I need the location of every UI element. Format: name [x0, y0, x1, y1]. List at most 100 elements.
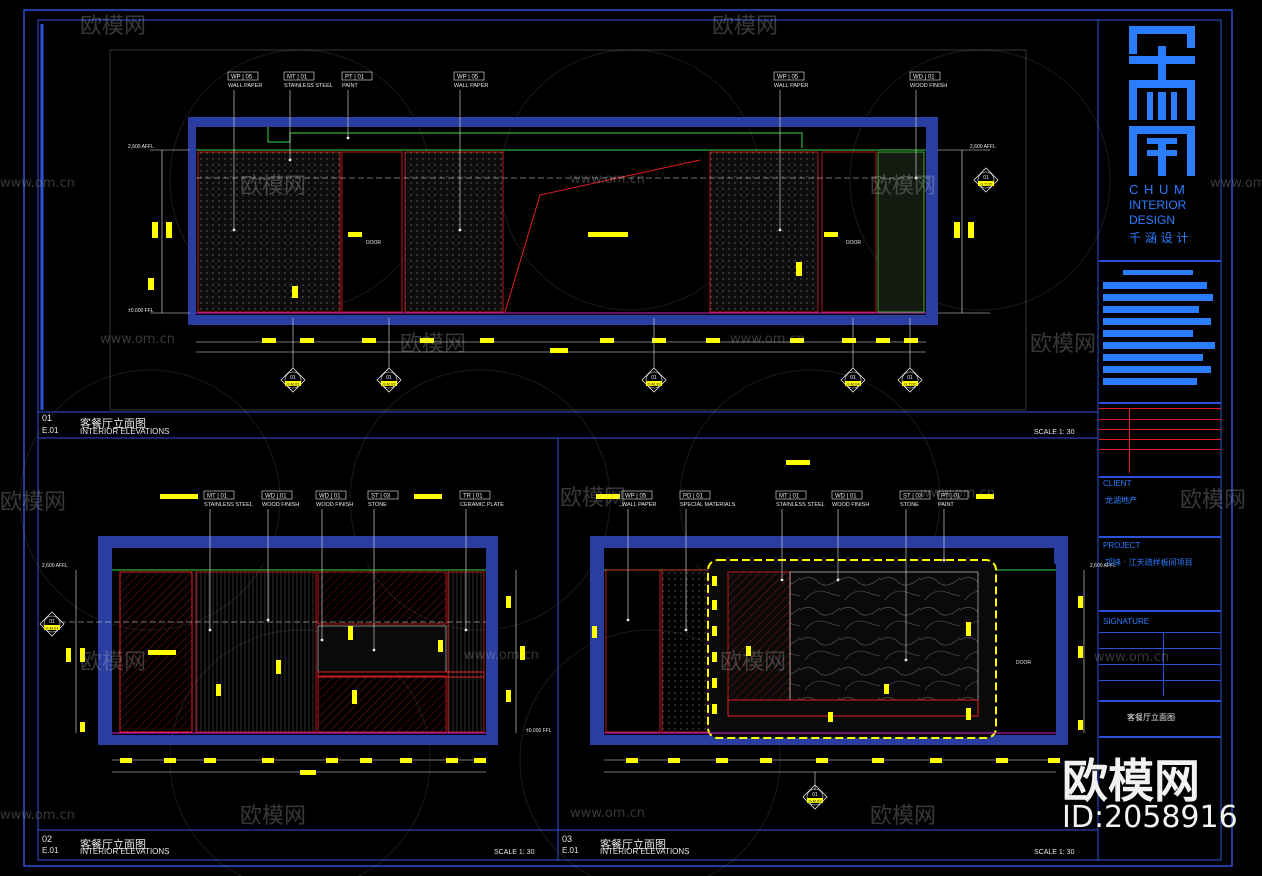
tb-rule-1 — [1099, 260, 1221, 262]
panel2-sheet: E.01 — [42, 846, 59, 855]
tag-desc: SPECIAL MATERIALS — [680, 502, 736, 508]
chum-logo — [1129, 26, 1195, 176]
elevation-01 — [150, 117, 990, 353]
marker-sheet: G.M.04 — [846, 382, 860, 387]
tag-desc: WOOD FINISH — [910, 83, 947, 89]
level-label-top: 2,600 AFFL — [128, 144, 154, 150]
section-markers: 01G.M.0101G.M.0201G.M.0301G.M.0401G.T.02… — [39, 167, 999, 810]
tag-code: TR | 01 — [463, 494, 483, 500]
tag-code: WP | 05 — [457, 75, 479, 81]
backsplash-2 — [317, 625, 447, 673]
marker-sheet: G.M.02 — [808, 799, 822, 804]
section-marker: 01G.M.01 — [280, 367, 306, 393]
client-value: 龙湖地产 — [1105, 496, 1137, 505]
logo-cn: 千 涵 设 计 — [1129, 231, 1189, 245]
tag-desc: WOOD FINISH — [316, 502, 353, 508]
wallpaper-panel-3 — [661, 569, 709, 733]
panel1-title-cn: 客餐厅立面图 — [80, 417, 146, 430]
material-tag: MT | 01 STAINLESS STEEL — [203, 490, 253, 632]
level-label-right-3: 2,600 AFFL — [1090, 563, 1116, 569]
elevation-03 — [590, 536, 1085, 790]
tag-code: PT | 01 — [345, 75, 365, 81]
tag-desc: WALL PAPER — [774, 83, 808, 89]
tag-desc: STAINLESS STEEL — [204, 502, 253, 508]
tag-code: PD | 01 — [683, 494, 704, 500]
material-tag: WP | 05 WALL PAPER — [453, 71, 488, 232]
tag-code: WD | 01 — [265, 494, 287, 500]
dimension-marks — [66, 222, 1083, 775]
wall-right-2 — [486, 564, 498, 742]
tag-code: ST | 03 — [371, 494, 391, 500]
logo-line3: DESIGN — [1129, 213, 1176, 227]
panel2-title-cn: 客餐厅立面图 — [80, 838, 146, 851]
door-b — [821, 151, 877, 313]
level-label-bottom-2: ±0.000 FFL — [526, 728, 552, 734]
tb-rule-4 — [1099, 536, 1221, 538]
tag-desc: WOOD FINISH — [832, 502, 869, 508]
tag-desc: PAINT — [938, 502, 954, 508]
door-label-2: DOOR — [846, 240, 861, 246]
marker-sheet: G.M.01 — [45, 626, 59, 631]
material-tag: WD | 01 WOOD FINISH — [831, 490, 869, 582]
marker-num: 01 — [386, 375, 392, 381]
tb-rule-6 — [1099, 700, 1221, 702]
tag-desc: WALL PAPER — [622, 502, 656, 508]
marker-sheet: G.T.02 — [904, 382, 917, 387]
marker-num: 01 — [49, 619, 55, 625]
marker-sheet: G.T.02 — [980, 182, 993, 187]
signature-label: SIGNATURE — [1103, 617, 1150, 626]
tag-desc: WALL PAPER — [454, 83, 488, 89]
section-marker: 01G.M.01 — [39, 611, 65, 637]
glass-panel-3 — [605, 569, 661, 733]
revision-table — [1099, 408, 1221, 473]
tag-desc: STONE — [900, 502, 919, 508]
tag-code: MT | 01 — [287, 75, 308, 81]
section-marker: 01G.T.02 — [973, 167, 999, 193]
door-a — [341, 151, 403, 313]
tag-code: WD | 01 — [319, 494, 341, 500]
tag-code: ST | 03 — [903, 494, 923, 500]
material-tag: ST | 03 STONE — [899, 490, 931, 662]
panel1-viewport — [109, 49, 1027, 411]
ceiling-slab — [188, 117, 938, 127]
panel1-title-en: INTERIOR ELEVATIONS — [80, 427, 170, 436]
client-label: CLIENT — [1103, 479, 1132, 488]
watermark-brand: 欧模网 — [1062, 754, 1200, 808]
tv-bench-3 — [727, 699, 979, 717]
panel1-scale: SCALE 1: 30 — [1034, 429, 1075, 436]
logo-line2: INTERIOR — [1129, 198, 1187, 212]
marker-sheet: G.M.03 — [647, 382, 661, 387]
marker-num: 01 — [850, 375, 856, 381]
tb-rule-2 — [1099, 402, 1221, 404]
section-marker: 01G.M.04 — [840, 367, 866, 393]
material-tags: WP | 05 WALL PAPER MT | 01 STAINLESS STEEL P… — [203, 71, 969, 662]
tag-code: MT | 01 — [207, 494, 228, 500]
wood-wall-2 — [195, 571, 317, 733]
stone-panel-3 — [789, 571, 979, 701]
tag-code: WD | 01 — [835, 494, 857, 500]
project-value: 邛崃 · 江天疏样板间项目 — [1105, 558, 1193, 567]
panel3-sheet: E.01 — [562, 846, 579, 855]
panel1-number: 01 — [42, 413, 53, 423]
panel3-title-en: INTERIOR ELEVATIONS — [600, 847, 690, 856]
level-label-top-2: 2,600 AFFL — [42, 563, 68, 569]
marker-sheet: G.M.01 — [286, 382, 300, 387]
marker-sheet: G.M.02 — [382, 382, 396, 387]
redacted-info — [1103, 268, 1217, 398]
panel3-number: 03 — [562, 834, 573, 844]
logo-line1: C H U M — [1129, 182, 1186, 197]
tb-rule-5 — [1099, 610, 1221, 612]
door-label-1: DOOR — [366, 240, 381, 246]
elevation-02 — [60, 536, 517, 773]
panel3-scale: SCALE 1: 30 — [1034, 849, 1075, 856]
marker-num: 01 — [983, 175, 989, 181]
